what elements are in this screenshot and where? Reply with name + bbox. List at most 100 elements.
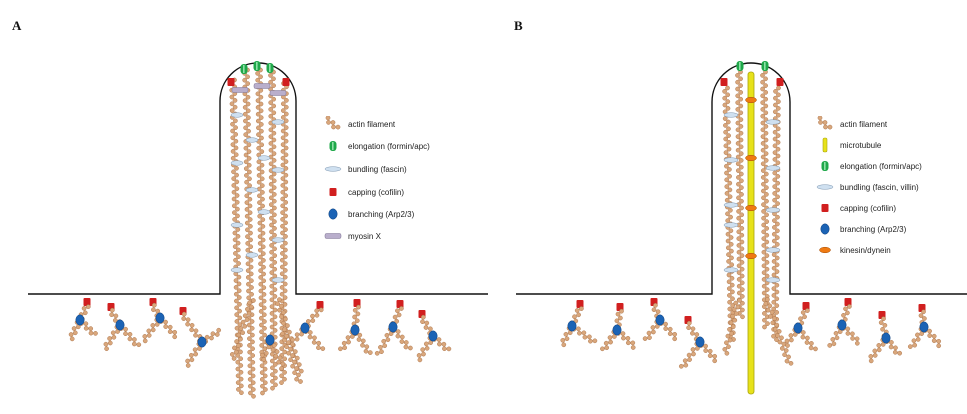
arp23-branch-node	[919, 321, 929, 333]
kinesin-dynein-motor	[745, 204, 757, 212]
cofilin-cap	[720, 78, 728, 86]
legend-item-actin-filament: actin filament	[814, 115, 888, 132]
actin-filament	[229, 77, 244, 396]
arp23-branching-icon	[814, 221, 836, 237]
fascin-crosslink	[765, 277, 781, 283]
fascin-crosslink	[271, 119, 285, 125]
kinesin-dynein-motor	[819, 246, 831, 254]
actin-filament-icon	[322, 115, 344, 132]
cell-membrane	[516, 62, 967, 295]
fascin-crosslink	[324, 166, 342, 172]
arp23-branch-node	[328, 208, 338, 220]
formin-elongation	[253, 61, 261, 71]
myosin-x-motor	[231, 87, 249, 93]
legend-label: microtubule	[840, 140, 882, 150]
legend-label: bundling (fascin, villin)	[840, 182, 919, 192]
legend-label: bundling (fascin)	[348, 164, 407, 174]
arp23-branch-node	[695, 336, 705, 348]
legend-item-bundling: bundling (fascin, villin)	[814, 179, 919, 195]
cofilin-cap	[802, 302, 810, 310]
legend-label: actin filament	[348, 119, 396, 129]
legend-item-actin-filament: actin filament	[322, 115, 396, 132]
arp23-branch-node	[820, 223, 830, 235]
arp23-branch-node	[155, 312, 165, 324]
arp23-branch-node	[793, 322, 803, 334]
kinesin-dynein-icon	[814, 242, 836, 258]
cofilin-capping-icon	[322, 184, 344, 200]
legend-label: actin filament	[840, 119, 888, 129]
actin-filament-icon	[814, 115, 836, 132]
arp23-branch-node	[75, 314, 85, 326]
formin-elongation	[329, 141, 337, 151]
actin-filament	[760, 69, 770, 330]
fascin-crosslink	[723, 222, 739, 228]
formin-elongation	[240, 64, 248, 74]
kinesin-dynein-motor	[745, 96, 757, 104]
arp23-branch-node	[881, 332, 891, 344]
fascin-crosslink	[230, 112, 244, 118]
cofilin-cap	[83, 298, 91, 306]
formin-elongation	[736, 61, 744, 71]
actin-filament	[267, 337, 286, 371]
arp23-branch-node	[388, 321, 398, 333]
legend-label: branching (Arp2/3)	[840, 224, 907, 234]
legend-item-elongation: elongation (formin/apc)	[322, 138, 430, 154]
panel-a-label: A	[12, 18, 22, 33]
legend-label: elongation (formin/apc)	[348, 141, 430, 151]
myosin-x-icon	[322, 228, 344, 244]
arp23-branch-node	[567, 320, 577, 332]
fascin-crosslink	[245, 252, 259, 258]
actin-filament	[390, 306, 404, 326]
arp23-branch-node	[197, 336, 207, 348]
fascin-crosslink	[271, 277, 285, 283]
arp23-branch-node	[300, 322, 310, 334]
legend-label: capping (cofilin)	[840, 203, 897, 213]
arp23-branch-node	[837, 319, 847, 331]
fascin-crosslink	[230, 160, 244, 166]
fascin-crosslink	[245, 187, 259, 193]
panel-b	[516, 61, 967, 395]
fascin-crosslink	[271, 237, 285, 243]
arp23-branch-node	[655, 314, 665, 326]
legend-label: capping (cofilin)	[348, 187, 405, 197]
arp23-branch-node	[265, 334, 275, 346]
actin-filament	[763, 297, 794, 366]
legend-item-elongation: elongation (formin/apc)	[814, 158, 922, 174]
fascin-crosslink	[230, 267, 244, 273]
actin-filament	[229, 298, 256, 361]
fascin-crosslink	[723, 202, 739, 208]
cofilin-cap	[776, 78, 784, 86]
arp23-branch-node	[115, 319, 125, 331]
myosin-x-motor	[324, 233, 342, 239]
fascin-crosslink	[271, 167, 285, 173]
cofilin-cap	[396, 300, 404, 308]
legend-item-capping: capping (cofilin)	[322, 184, 404, 200]
cell-membrane	[28, 62, 488, 295]
cofilin-cap	[329, 188, 337, 196]
fascin-crosslink	[257, 155, 271, 161]
legend-label: myosin X	[348, 231, 381, 241]
formin-elongation-icon	[814, 158, 836, 174]
fascin-crosslink	[816, 184, 834, 190]
actin-filament	[255, 67, 268, 396]
myosin-x-motor	[269, 90, 287, 96]
actin-filament	[142, 316, 164, 344]
formin-elongation	[761, 61, 769, 71]
cofilin-cap	[821, 204, 829, 212]
actin-filament	[181, 311, 203, 344]
cofilin-capping-icon	[814, 200, 836, 216]
formin-elongation-icon	[322, 138, 344, 154]
actin-filament	[109, 307, 122, 324]
legend-label: kinesin/dynein	[840, 245, 891, 255]
legend-item-kinesin-dynein: kinesin/dynein	[814, 242, 891, 258]
legend-item-capping: capping (cofilin)	[814, 200, 896, 216]
legend-item-myosin-x: myosin X	[322, 228, 381, 244]
myosin-x-motor	[253, 83, 271, 89]
arp23-branch-node	[612, 324, 622, 336]
actin-filament	[242, 67, 256, 399]
actin-filament	[325, 115, 341, 130]
cofilin-cap	[227, 78, 235, 86]
fascin-crosslink	[765, 165, 781, 171]
fascin-bundling-icon	[322, 161, 344, 177]
